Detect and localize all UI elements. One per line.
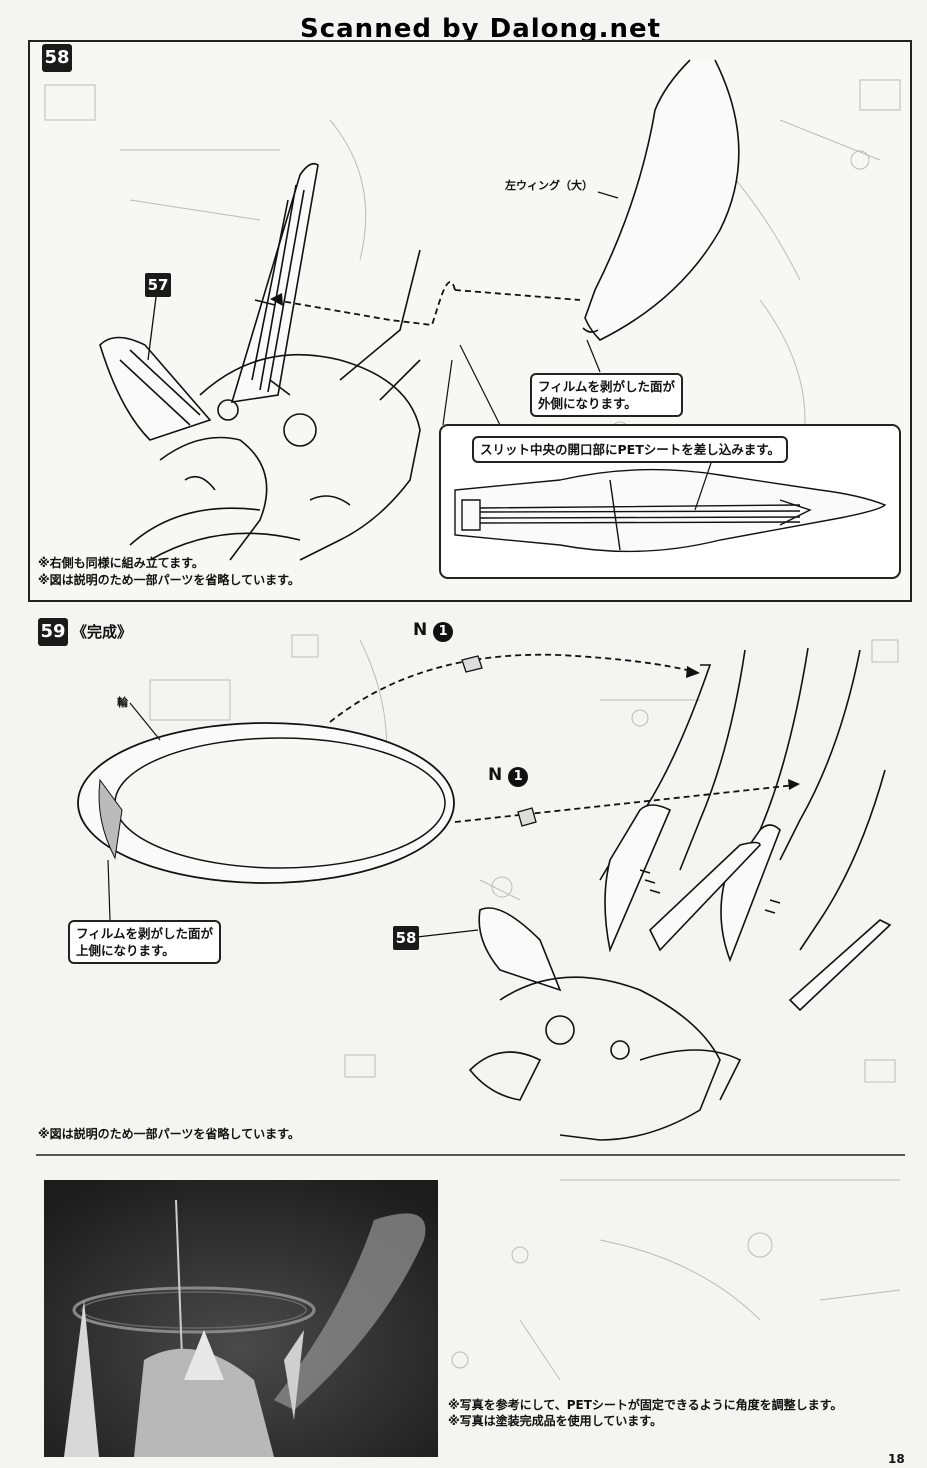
photo-note-1: ※写真を参考にして、PETシートが固定できるように角度を調整します。	[448, 1398, 843, 1412]
step-59-number: 59	[38, 618, 68, 646]
part-ref-57: 57	[145, 273, 171, 297]
finished-model-photo	[44, 1180, 438, 1457]
scan-watermark: Scanned by Dalong.net	[300, 14, 662, 44]
part-n1-top: N 1	[413, 620, 454, 642]
film-upper-line1: フィルムを剥がした面が	[76, 926, 214, 941]
left-wing-large-drawing	[582, 59, 740, 341]
part-n-letter: N	[488, 765, 503, 785]
step-59-note: ※図は説明のため一部パーツを省略しています。	[38, 1127, 300, 1141]
film-upper-callout: フィルムを剥がした面が 上側になります。	[68, 920, 222, 964]
part-n-letter: N	[413, 620, 428, 640]
photo-note-2: ※写真は塗装完成品を使用しています。	[448, 1414, 663, 1428]
page-number: 18	[888, 1452, 905, 1466]
completed-robot-drawing	[468, 647, 892, 1141]
film-upper-line2: 上側になります。	[76, 943, 175, 958]
film-outer-line2: 外側になります。	[538, 396, 637, 411]
part-n-number-badge: 1	[433, 622, 454, 642]
step-58-note-1: ※右側も同様に組み立てます。	[38, 556, 204, 570]
step-58-number: 58	[42, 44, 72, 72]
part-n1-lower: N 1	[488, 765, 529, 787]
step-59-title: 《完成》	[72, 623, 133, 641]
part-ref-58: 58	[393, 926, 419, 950]
film-outer-line1: フィルムを剥がした面が	[538, 379, 676, 394]
pet-slit-callout: スリット中央の開口部にPETシートを差し込みます。	[472, 436, 788, 463]
wing-slit-detail-drawing	[454, 468, 887, 553]
robot-wing-assembly-drawing	[99, 162, 421, 561]
film-outer-callout: フィルムを剥がした面が 外側になります。	[530, 373, 684, 417]
ring-label: 輪	[117, 696, 128, 709]
part-n-number-badge: 1	[508, 767, 529, 787]
left-wing-large-label: 左ウィング（大）	[505, 179, 593, 192]
step-58-note-2: ※図は説明のため一部パーツを省略しています。	[38, 573, 300, 587]
